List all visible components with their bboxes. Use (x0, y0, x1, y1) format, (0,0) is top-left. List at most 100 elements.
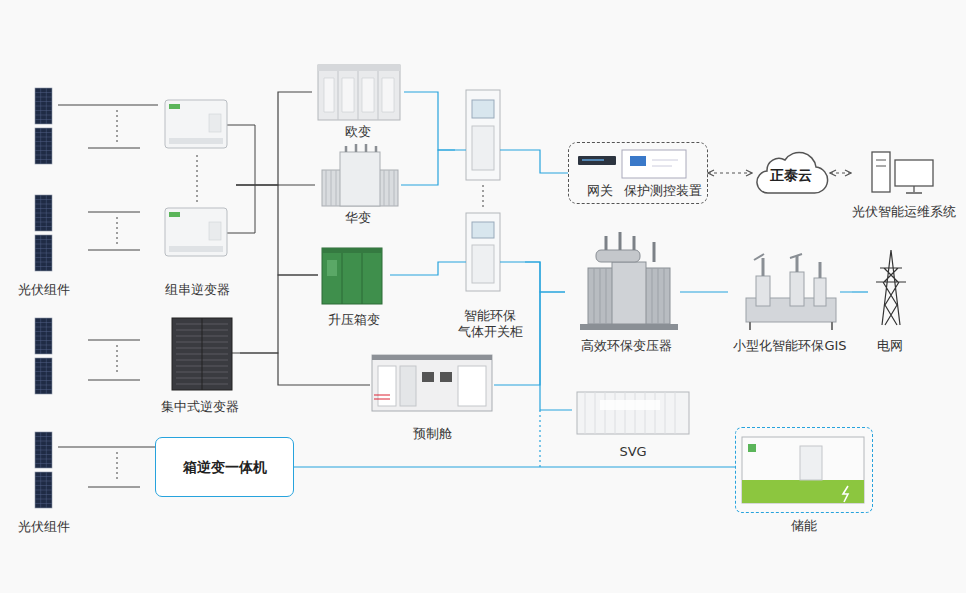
blue-bus-wires (539, 410, 540, 467)
power-tower (876, 250, 906, 325)
gas-switchgear (472, 100, 494, 118)
pv-panels (35, 235, 52, 271)
pv-group: 光伏组件 (30, 85, 58, 298)
prefab-cabin (400, 366, 416, 406)
main-transformer (580, 324, 678, 330)
svg-container (585, 392, 675, 434)
pv-wires (88, 110, 255, 487)
inverters (165, 208, 227, 256)
connector (401, 150, 455, 185)
energy-storage: 储能 (735, 427, 873, 513)
gateway-and-protection-devices (622, 150, 686, 178)
connector (240, 353, 370, 385)
power-tower (876, 250, 906, 325)
node-label: 智能环保 气体开关柜 (456, 308, 524, 340)
connector (830, 172, 851, 173)
connector (294, 466, 735, 467)
node-label: 储能 (791, 518, 817, 534)
gis (763, 256, 820, 278)
connector (236, 92, 312, 185)
node-label: 小型化智能环保GIS (733, 338, 846, 354)
node-label: SVG (619, 444, 646, 460)
gas-switchgear: 智能环保 气体开关柜 (455, 88, 525, 340)
node-label: 保护测控装置 (624, 183, 702, 199)
connector (525, 150, 568, 173)
connector (708, 172, 752, 173)
chinese-substation (322, 144, 398, 206)
connector (687, 291, 728, 292)
node-label: 电网 (877, 338, 903, 354)
computer (876, 160, 886, 166)
node-label: 箱逆变一体机 (156, 438, 293, 496)
node-label: 欧变 (345, 124, 371, 140)
inverters (202, 318, 203, 390)
step-up-box-substation (327, 260, 337, 276)
european-substation (318, 65, 400, 120)
device-group: 网关保护测控装置 (568, 142, 708, 204)
prefab-cabin: 预制舱 (370, 352, 494, 442)
connector (58, 446, 155, 447)
svg-container (577, 392, 689, 434)
prefab-cabin (422, 372, 434, 382)
connector (390, 262, 455, 275)
pv-panels (35, 128, 52, 164)
prefab-cabin (372, 355, 492, 411)
gas-switchgear (466, 213, 500, 291)
gis (756, 276, 770, 306)
energy-storage-container (748, 444, 756, 452)
inverters (165, 100, 227, 148)
step-up-box-substation (342, 253, 362, 304)
blue-bus-wires (455, 150, 525, 262)
power-grid: 电网 (868, 248, 912, 354)
node-label: 集中式逆变器 (161, 399, 239, 415)
blue-link-wires (680, 291, 852, 292)
pv-panels (35, 195, 52, 231)
computer (872, 152, 890, 192)
string-inverter: 组串逆变器 (158, 98, 236, 298)
energy-storage-container (742, 480, 864, 503)
connector (525, 262, 565, 292)
gis: 小型化智能环保GIS (728, 252, 852, 354)
node-label: 网关 (587, 183, 613, 199)
computer (872, 152, 933, 193)
european-substation (318, 65, 400, 71)
connector (240, 275, 318, 353)
pv-panels (35, 358, 52, 394)
blue-bus-wires (455, 150, 540, 467)
gateway-and-protection-devices (578, 156, 616, 165)
step-up-box-substation (322, 248, 382, 253)
gateway-and-protection-devices (652, 160, 678, 166)
connector (404, 92, 455, 150)
node-label: 华变 (345, 210, 371, 226)
european-substation: 欧变 (312, 60, 404, 140)
node-label: 光伏组件 (18, 519, 70, 535)
gas-switchgear (472, 222, 494, 238)
gis (746, 254, 836, 330)
pv-panels (35, 88, 52, 124)
main-transformer (606, 232, 654, 262)
svg-container (577, 392, 689, 434)
gis (754, 254, 802, 260)
chinese-substation (340, 152, 380, 206)
gas-switchgear (483, 185, 484, 208)
pv-panels (35, 88, 52, 508)
prefab-cabin (372, 355, 492, 411)
pv-wires (197, 155, 198, 205)
node-label: 组串逆变器 (165, 282, 230, 298)
main-transformer (596, 250, 640, 262)
gateway-and-protection-devices (582, 159, 604, 161)
prefab-cabin (440, 372, 452, 382)
connector (525, 262, 572, 410)
chinese-substation: 华变 (315, 150, 401, 226)
gas-switchgear (472, 245, 494, 283)
central-inverter: 集中式逆变器 (160, 315, 240, 415)
gateway-and-protection-devices (630, 156, 646, 166)
main-transformer (580, 232, 678, 330)
pv-panels (35, 472, 52, 508)
prefab-cabin (458, 366, 486, 406)
node-label: 光伏组件 (18, 282, 70, 298)
